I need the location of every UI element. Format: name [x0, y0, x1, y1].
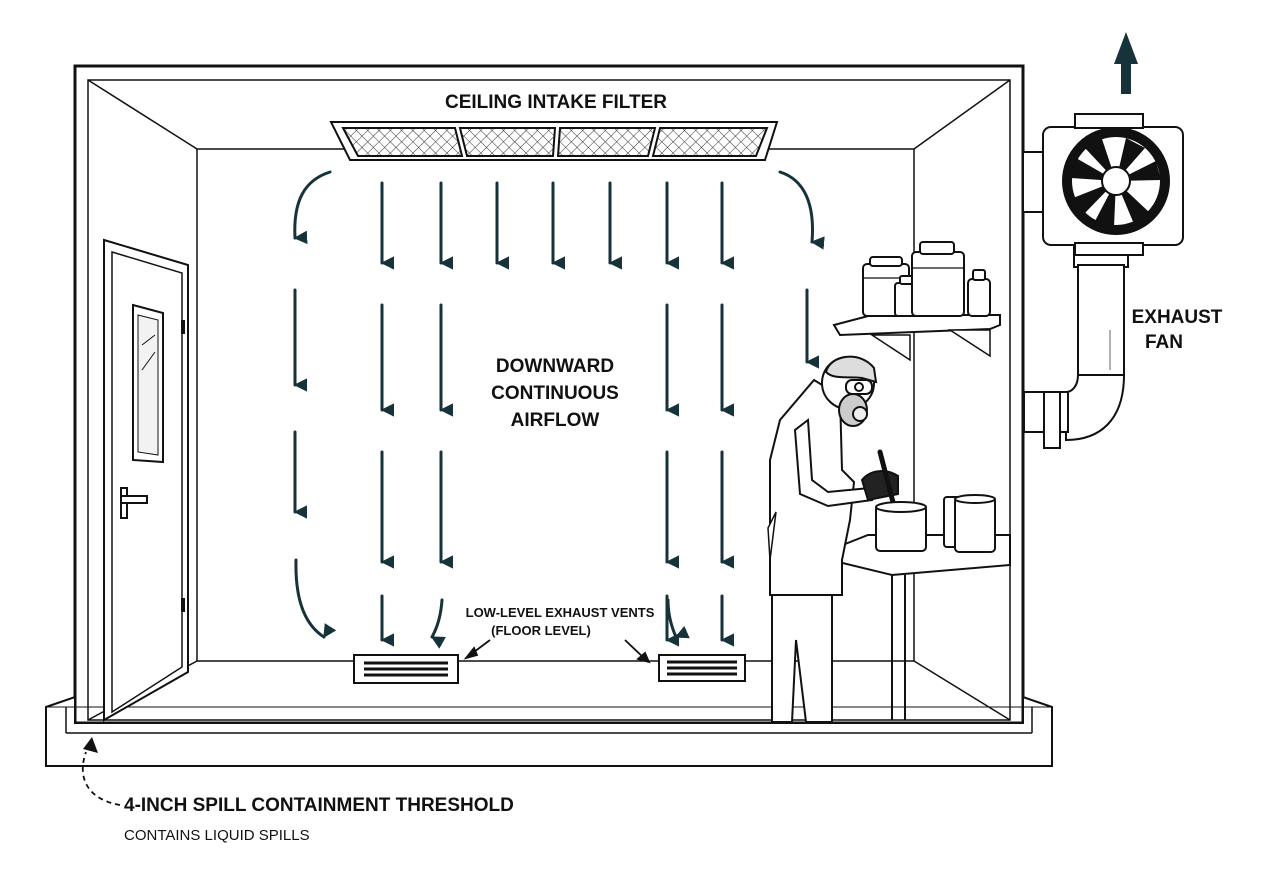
door [103, 238, 189, 722]
threshold-pointer [81, 737, 121, 806]
fan-icon [1022, 113, 1184, 256]
airflow-arrow-curve-top-right [778, 170, 825, 250]
ceiling-filter-label: CEILING INTAKE FILTER [445, 92, 667, 113]
airflow-label-2: CONTINUOUS [491, 383, 619, 404]
exhaust-fan-label-1: EXHAUST [1132, 307, 1223, 328]
exhaust-duct [1023, 244, 1129, 449]
exhaust-up-arrow [1114, 32, 1138, 94]
vent-pointers [463, 639, 651, 664]
vents-label-2: (FLOOR LEVEL) [491, 623, 591, 638]
exhaust-fan-label-2: FAN [1145, 332, 1183, 353]
airflow-arrows [293, 170, 825, 649]
floor-vent-right [658, 654, 746, 682]
airflow-arrow-curve-bottom-left [294, 558, 337, 639]
airflow-arrow-curve-top-left [293, 170, 332, 245]
airflow-arrow-curve-vent-left [430, 598, 446, 649]
ceiling-intake-filter [329, 121, 779, 161]
vents-label-1: LOW-LEVEL EXHAUST VENTS [466, 605, 655, 620]
threshold-title: 4-INCH SPILL CONTAINMENT THRESHOLD [124, 795, 514, 816]
airflow-label-3: AIRFLOW [511, 410, 600, 431]
airflow-label-1: DOWNWARD [496, 356, 614, 377]
threshold-note: CONTAINS LIQUID SPILLS [124, 827, 310, 844]
respirator-worker-icon [767, 355, 927, 723]
spill-threshold [45, 695, 1053, 767]
shelf [832, 241, 1001, 362]
floor-vent-left [353, 654, 459, 684]
airflow-arrow-curve-vent-right [666, 598, 690, 639]
